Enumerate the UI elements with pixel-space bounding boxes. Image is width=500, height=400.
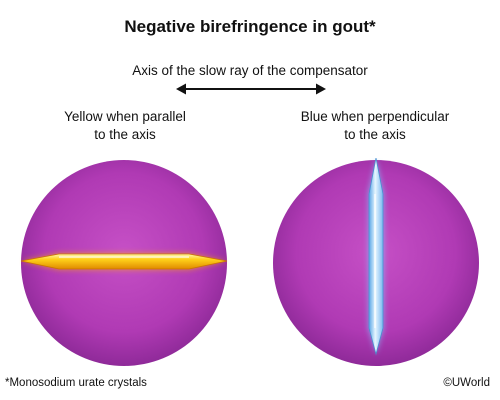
- microscope-field-parallel: [20, 160, 228, 366]
- right-caption: Blue when perpendicular to the axis: [260, 108, 490, 144]
- left-caption-line2: to the axis: [94, 127, 156, 142]
- left-caption: Yellow when parallel to the axis: [10, 108, 240, 144]
- compensator-axis-label: Axis of the slow ray of the compensator: [132, 63, 368, 78]
- copyright-credit: ©UWorld: [443, 377, 490, 389]
- left-caption-line1: Yellow when parallel: [64, 109, 186, 124]
- blue-crystal: [368, 158, 384, 356]
- footnote: *Monosodium urate crystals: [5, 377, 147, 389]
- figure-title: Negative birefringence in gout*: [124, 17, 376, 36]
- right-caption-line1: Blue when perpendicular: [300, 109, 450, 124]
- double-headed-arrow: [176, 83, 326, 95]
- microscope-field-perpendicular: [273, 158, 479, 366]
- right-caption-line2: to the axis: [344, 127, 406, 142]
